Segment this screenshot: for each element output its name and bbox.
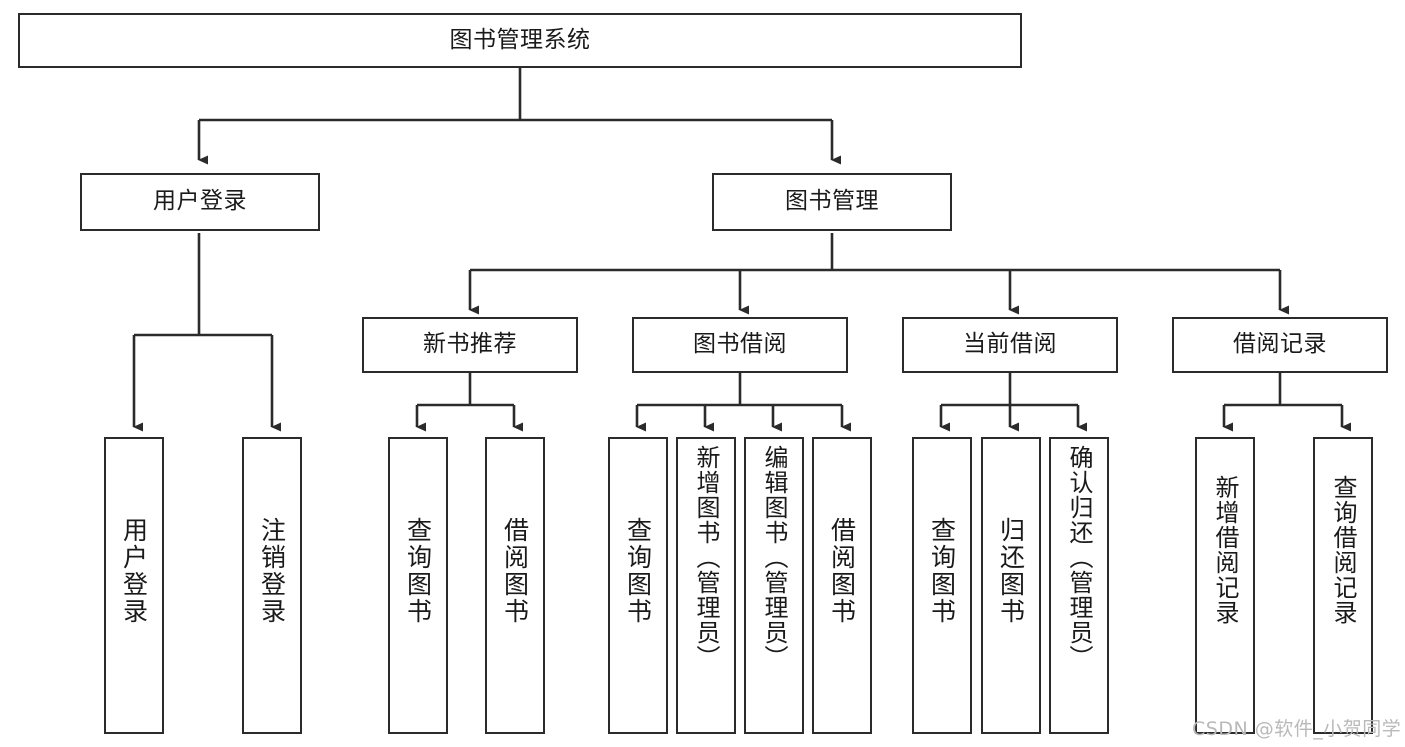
node-new-book-recommend[interactable]: 新书推荐 bbox=[362, 317, 578, 373]
node-borrow-record[interactable]: 借阅记录 bbox=[1172, 317, 1388, 373]
node-leaf-user-login-label: 用户登录 bbox=[119, 517, 149, 625]
node-leaf-user-logout-label: 注销登录 bbox=[257, 517, 287, 625]
node-current-borrow-label: 当前借阅 bbox=[963, 331, 1057, 358]
node-root-label: 图书管理系统 bbox=[449, 26, 591, 53]
node-book-borrow-label: 图书借阅 bbox=[693, 331, 787, 358]
node-leaf-query-borrow-record[interactable]: 查询借阅记录 bbox=[1313, 437, 1373, 734]
node-leaf-borrow-book-label: 借阅图书 bbox=[827, 517, 857, 625]
node-book-manage-label: 图书管理 bbox=[785, 188, 879, 215]
node-new-book-recommend-label: 新书推荐 bbox=[423, 331, 517, 358]
node-leaf-edit-book-admin-label: 编辑图书（管理员） bbox=[760, 445, 788, 670]
node-leaf-recommend-borrow-book-label: 借阅图书 bbox=[500, 517, 530, 625]
node-leaf-return-book-label: 归还图书 bbox=[996, 517, 1026, 625]
node-book-borrow[interactable]: 图书借阅 bbox=[632, 317, 848, 373]
node-leaf-add-borrow-record[interactable]: 新增借阅记录 bbox=[1195, 437, 1255, 734]
node-leaf-add-borrow-record-label: 新增借阅记录 bbox=[1211, 475, 1239, 625]
node-leaf-recommend-query-book[interactable]: 查询图书 bbox=[388, 437, 448, 734]
csdn-watermark: CSDN @软件_小贺同学 bbox=[1192, 718, 1402, 740]
node-leaf-user-login[interactable]: 用户登录 bbox=[104, 437, 164, 734]
node-current-borrow[interactable]: 当前借阅 bbox=[902, 317, 1118, 373]
node-root[interactable]: 图书管理系统 bbox=[18, 13, 1022, 68]
node-leaf-add-book-admin[interactable]: 新增图书（管理员） bbox=[676, 437, 736, 734]
node-leaf-current-query-book[interactable]: 查询图书 bbox=[912, 437, 972, 734]
node-leaf-recommend-borrow-book[interactable]: 借阅图书 bbox=[485, 437, 545, 734]
node-leaf-query-borrow-record-label: 查询借阅记录 bbox=[1329, 475, 1357, 625]
node-user-login-label: 用户登录 bbox=[153, 188, 247, 215]
node-leaf-borrow-query-book[interactable]: 查询图书 bbox=[608, 437, 668, 734]
node-leaf-borrow-query-book-label: 查询图书 bbox=[623, 517, 653, 625]
node-borrow-record-label: 借阅记录 bbox=[1233, 331, 1327, 358]
node-leaf-recommend-query-book-label: 查询图书 bbox=[403, 517, 433, 625]
node-book-manage[interactable]: 图书管理 bbox=[712, 173, 952, 231]
node-leaf-borrow-book[interactable]: 借阅图书 bbox=[812, 437, 872, 734]
node-leaf-return-book[interactable]: 归还图书 bbox=[981, 437, 1041, 734]
node-leaf-confirm-return-admin-label: 确认归还（管理员） bbox=[1065, 445, 1093, 670]
node-leaf-current-query-book-label: 查询图书 bbox=[927, 517, 957, 625]
node-user-login[interactable]: 用户登录 bbox=[80, 173, 320, 231]
node-leaf-edit-book-admin[interactable]: 编辑图书（管理员） bbox=[744, 437, 804, 734]
node-leaf-add-book-admin-label: 新增图书（管理员） bbox=[692, 445, 720, 670]
node-leaf-confirm-return-admin[interactable]: 确认归还（管理员） bbox=[1049, 437, 1109, 734]
node-leaf-user-logout[interactable]: 注销登录 bbox=[242, 437, 302, 734]
